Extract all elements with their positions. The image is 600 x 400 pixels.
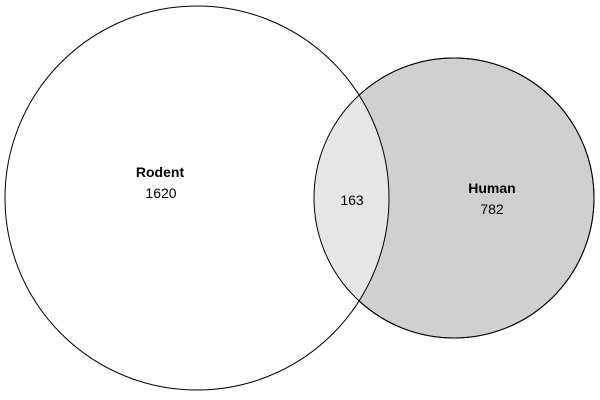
human-count: 782 bbox=[480, 201, 504, 217]
rodent-circle-outline bbox=[4, 5, 390, 391]
rodent-count: 1620 bbox=[145, 185, 176, 201]
human-circle-outline bbox=[313, 57, 595, 339]
rodent-circle bbox=[5, 6, 389, 390]
human-label: Human bbox=[468, 180, 515, 196]
intersection-count: 163 bbox=[340, 192, 364, 208]
rodent-label: Rodent bbox=[136, 164, 185, 180]
